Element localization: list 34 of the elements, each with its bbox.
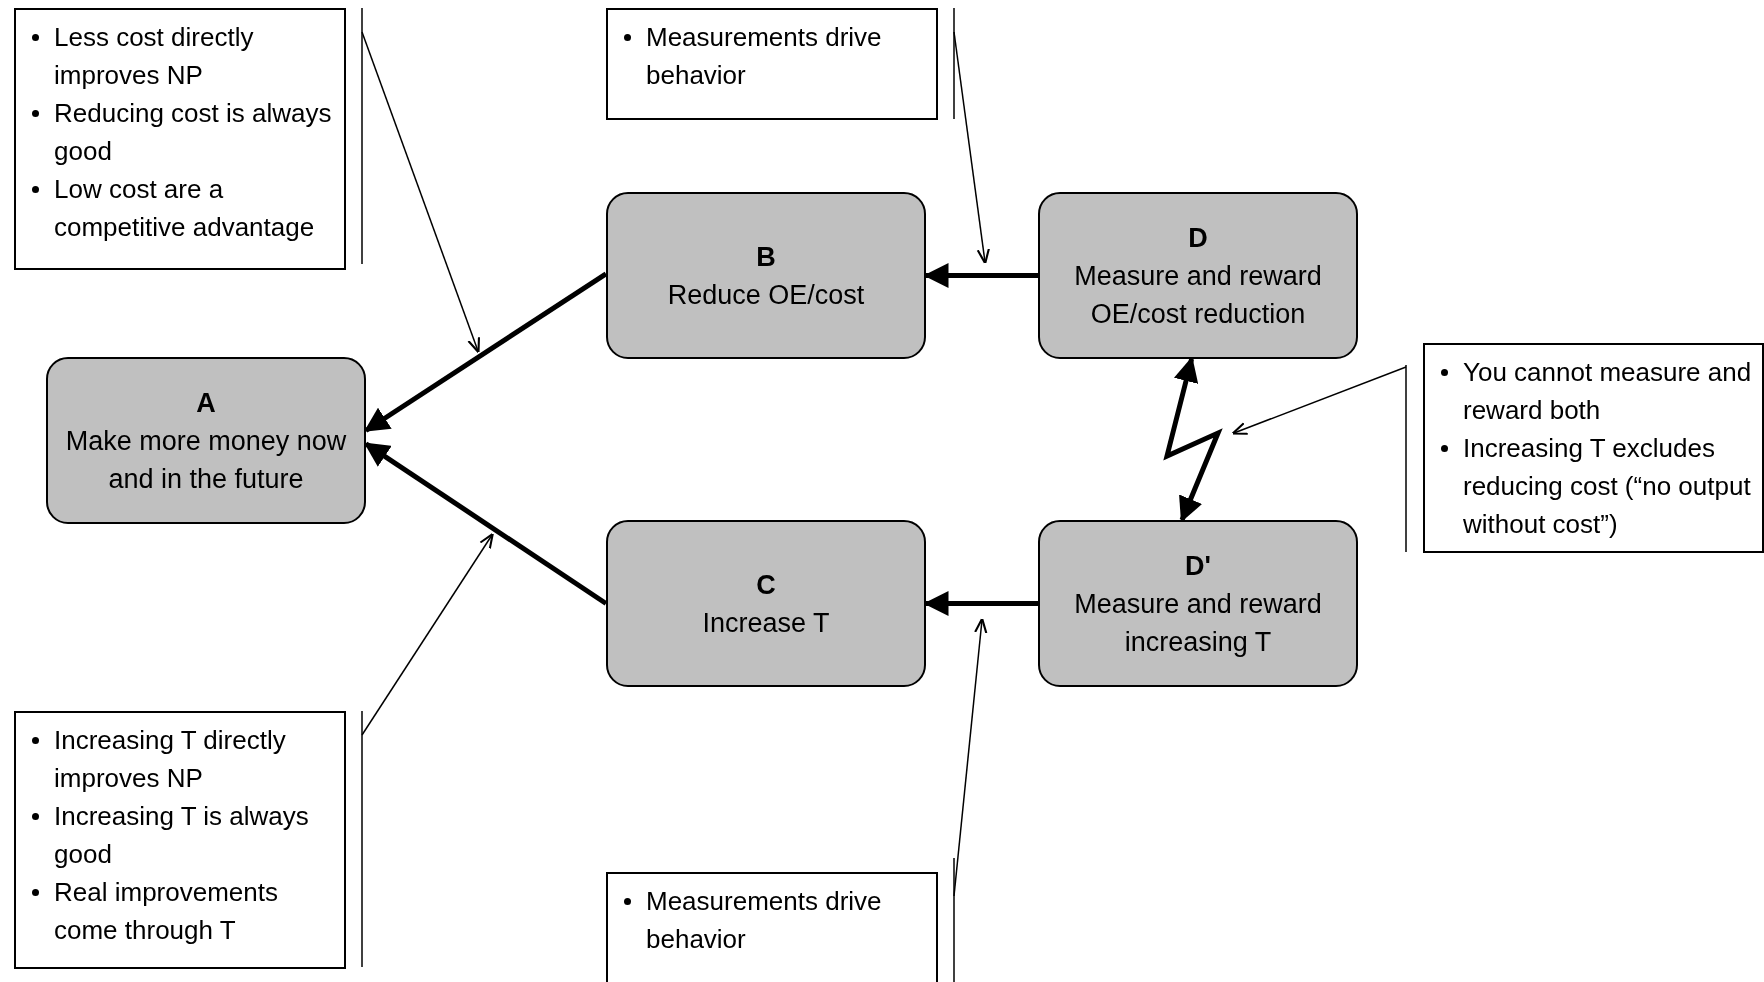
node-letter: D bbox=[1188, 221, 1208, 255]
node-letter: D' bbox=[1185, 549, 1211, 583]
note-box bbox=[606, 8, 938, 120]
node-letter: A bbox=[196, 386, 216, 420]
bullet-text: Real improvements come through T bbox=[54, 877, 278, 945]
bullet-text: Measurements drive behavior bbox=[646, 886, 882, 954]
node-letter: C bbox=[756, 568, 776, 602]
process-box bbox=[1038, 192, 1358, 359]
bullet-text: Less cost directly improves NP bbox=[54, 22, 254, 90]
bullet-text: Increasing T excludes reducing cost (“no output without cost”) bbox=[1463, 433, 1751, 539]
process-box bbox=[46, 357, 366, 524]
node-letter: B bbox=[756, 240, 776, 274]
bullet-text: Increasing T directly improves NP bbox=[54, 725, 286, 793]
node-text: Measure and reward OE/cost reduction bbox=[1073, 259, 1323, 331]
note-box bbox=[606, 872, 938, 982]
leader-line bbox=[361, 532, 494, 736]
leader-line bbox=[361, 31, 480, 354]
bullet-text: You cannot measure and reward both bbox=[1463, 357, 1752, 425]
note-box bbox=[1423, 343, 1764, 553]
leader-line bbox=[1231, 366, 1407, 435]
bullet-text: Measurements drive behavior bbox=[646, 22, 882, 90]
bullet-text: Low cost are a competitive advantage bbox=[54, 174, 315, 242]
note-box bbox=[14, 8, 346, 270]
node-text: Measure and reward increasing T bbox=[1073, 587, 1323, 659]
node-text: Reduce OE/cost bbox=[667, 278, 865, 312]
bullet-text: Increasing T is always good bbox=[54, 801, 309, 869]
process-box bbox=[606, 192, 926, 359]
note-box bbox=[14, 711, 346, 969]
node-text: Make more money now and in the future bbox=[64, 424, 348, 496]
node-text: Increase T bbox=[702, 606, 830, 640]
conflict-arrow bbox=[1163, 356, 1223, 523]
bullet-text: Reducing cost is always good bbox=[54, 98, 332, 166]
process-box bbox=[606, 520, 926, 687]
process-box bbox=[1038, 520, 1358, 687]
